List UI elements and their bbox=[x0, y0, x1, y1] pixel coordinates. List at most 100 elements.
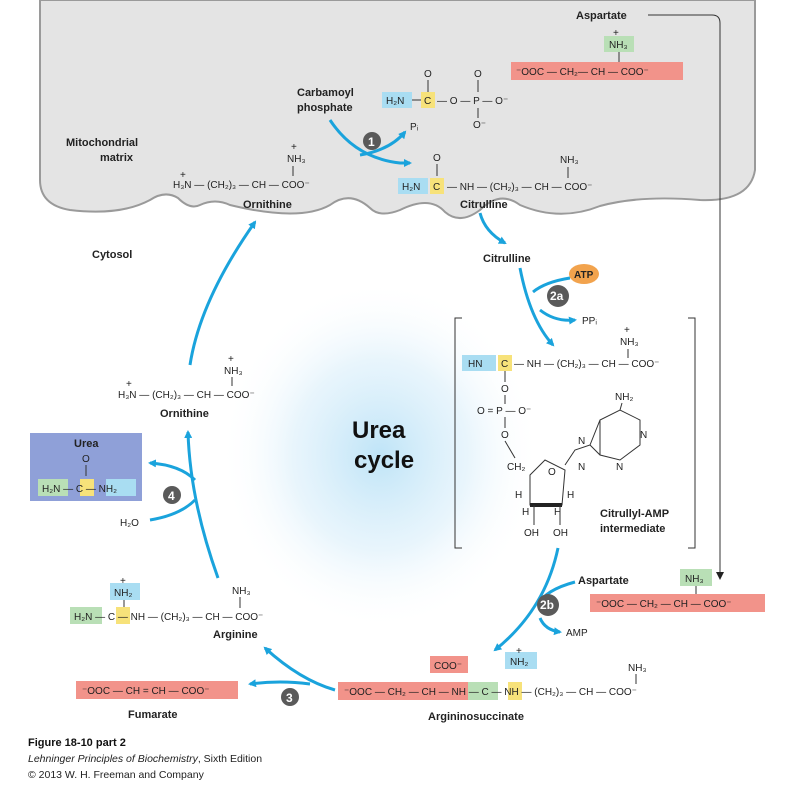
ornithine-matrix-plus: + bbox=[291, 142, 297, 153]
arginine-nh3: NH₃ bbox=[232, 586, 251, 597]
aspartate-top-box bbox=[511, 62, 683, 80]
phosphate-o-bottom: O⁻ bbox=[473, 120, 486, 131]
urea-c-box bbox=[80, 479, 94, 496]
step-2a-atp-arrow bbox=[532, 276, 571, 294]
copyright-caption: © 2013 W. H. Freeman and Company bbox=[28, 769, 205, 781]
aspartate-top-nh3-box bbox=[604, 36, 634, 52]
citrulline-c-box bbox=[430, 178, 444, 194]
ornithine-matrix-formula: H₃N — (CH₂)₃ — CH — COO⁻ bbox=[173, 180, 310, 191]
argininosuccinate-succinyl-box bbox=[338, 682, 468, 700]
citrullyl-formula: — NH — (CH₂)₃ — CH — COO⁻ bbox=[514, 359, 659, 370]
citrulline-h2n: H₂N bbox=[402, 182, 420, 193]
mitochondrial-matrix-region bbox=[39, 0, 756, 219]
citrullyl-hn: HN bbox=[468, 359, 482, 370]
citrulline-h2n-box bbox=[398, 178, 428, 194]
ornithine-matrix-label: Ornithine bbox=[243, 199, 292, 211]
arginine-nh2-top-box bbox=[110, 583, 140, 600]
urea-o: O bbox=[82, 454, 90, 465]
ribose-h1: H bbox=[515, 490, 522, 501]
matrix-label-2: matrix bbox=[100, 152, 134, 164]
argininosuccinate-plus: + bbox=[516, 646, 522, 657]
citrulline-transport-arrow bbox=[478, 212, 507, 245]
carbamoyl-c-box bbox=[421, 92, 435, 108]
urea-nh2-box bbox=[106, 479, 136, 496]
aspartate-mid-formula: ⁻OOC — CH₂ — CH — COO⁻ bbox=[596, 599, 732, 610]
argininosuccinate-nh2: NH₂ bbox=[510, 657, 528, 668]
aspartate-mid-nh3-box bbox=[680, 569, 712, 586]
step-2a-arrow bbox=[518, 267, 555, 347]
urea-cycle-label-2: cycle bbox=[354, 447, 414, 474]
ornithine-transport-arrow bbox=[188, 220, 257, 366]
step-4-urea-arrow bbox=[148, 459, 197, 482]
arginine-plus: + bbox=[120, 576, 126, 587]
bracket-right bbox=[688, 317, 696, 549]
step-2a-ppi-arrow bbox=[539, 308, 577, 325]
adenine-nh2: NH₂ bbox=[615, 392, 633, 403]
carbamoyl-phosphate-label-2: phosphate bbox=[297, 102, 353, 114]
book-caption: Lehninger Principles of Biochemistry, Si… bbox=[28, 753, 262, 765]
step-2b-arrow bbox=[493, 547, 560, 652]
step-2a-number: 2a bbox=[550, 289, 564, 303]
atp-badge bbox=[569, 264, 599, 284]
adenine-n2: N bbox=[640, 430, 647, 441]
bond bbox=[504, 440, 516, 459]
citrulline-cytosol-label: Citrulline bbox=[483, 253, 531, 265]
urea-cycle-label-1: Urea bbox=[352, 417, 406, 444]
ribose-ring bbox=[529, 459, 566, 506]
aspartate-top-formula: ⁻OOC — CH₂— CH — COO⁻ bbox=[516, 67, 649, 78]
argininosuccinate-nh2-box bbox=[505, 652, 537, 669]
step-3-arrow bbox=[263, 646, 336, 692]
step-3-number: 3 bbox=[286, 691, 293, 705]
ribose-h3: H bbox=[522, 507, 529, 518]
ornithine-cytosol-formula: H₃N — (CH₂)₃ — CH — COO⁻ bbox=[118, 390, 255, 401]
citrulline-matrix-label: Citrulline bbox=[460, 199, 508, 211]
ribose-oh2: OH bbox=[553, 528, 568, 539]
aspartate-top-plus: + bbox=[613, 28, 619, 39]
fumarate-box bbox=[76, 681, 238, 699]
arginine-formula: H₂N — C — NH — (CH₂)₃ — CH — COO⁻ bbox=[74, 612, 263, 623]
ornithine-cytosol-plus-n: + bbox=[126, 379, 132, 390]
argininosuccinate-formula: ⁻OOC — CH₂ — CH — NH — C — NH — (CH₂)₃ —… bbox=[344, 687, 637, 698]
fumarate-formula: ⁻OOC — CH = CH — COO⁻ bbox=[82, 686, 210, 697]
step-1-arrow bbox=[328, 119, 412, 167]
citrulline-o: O bbox=[433, 153, 441, 164]
citrullyl-c: C bbox=[501, 359, 508, 370]
ribose-h4: H bbox=[554, 507, 561, 518]
cytosol-label: Cytosol bbox=[92, 249, 132, 261]
citrullyl-o1: O bbox=[501, 384, 509, 395]
citrullyl-plus: + bbox=[624, 325, 630, 336]
carbamoyl-o-top: O bbox=[424, 69, 432, 80]
carbamoyl-phosphate-label-1: Carbamoyl bbox=[297, 87, 354, 99]
citrullyl-o2: O bbox=[501, 430, 509, 441]
urea-label: Urea bbox=[74, 438, 99, 450]
arginine-c-box bbox=[116, 607, 130, 624]
carbamoyl-c: C bbox=[424, 96, 431, 107]
carbamoyl-h2n-box bbox=[382, 92, 412, 108]
carbamoyl-phosphate-tail: — O — P — O⁻ bbox=[437, 96, 508, 107]
citrullyl-c-box bbox=[498, 355, 512, 371]
step-2a-badge bbox=[547, 285, 569, 307]
aspartate-mid-label: Aspartate bbox=[578, 575, 629, 587]
step-4-badge bbox=[163, 486, 181, 504]
carbamoyl-h2n: H₂N bbox=[386, 96, 404, 107]
citrullyl-ch2: CH₂ bbox=[507, 462, 525, 473]
adenine-n4: N bbox=[616, 462, 623, 473]
aspartate-mid-nh3: NH₃ bbox=[685, 574, 704, 585]
water-label: H₂O bbox=[120, 518, 139, 529]
arginine-h2n-box bbox=[70, 607, 102, 624]
ppi-label: PPᵢ bbox=[582, 316, 597, 327]
citrullyl-phosphate: O = P — O⁻ bbox=[477, 406, 531, 417]
ribose-h2: H bbox=[567, 490, 574, 501]
step-2b-badge bbox=[537, 594, 559, 616]
arginine-nh2-top: NH₂ bbox=[114, 588, 132, 599]
step-4-water-arrow bbox=[149, 498, 197, 522]
aspartate-top-label: Aspartate bbox=[576, 10, 627, 22]
citrullyl-amp-label-2: intermediate bbox=[600, 523, 665, 535]
adenine-n1: N bbox=[578, 436, 585, 447]
urea-h2n-box bbox=[38, 479, 68, 496]
step-2b-amp-arrow bbox=[538, 617, 562, 636]
arginine-label: Arginine bbox=[213, 629, 258, 641]
citrullyl-nh3: NH₃ bbox=[620, 337, 639, 348]
